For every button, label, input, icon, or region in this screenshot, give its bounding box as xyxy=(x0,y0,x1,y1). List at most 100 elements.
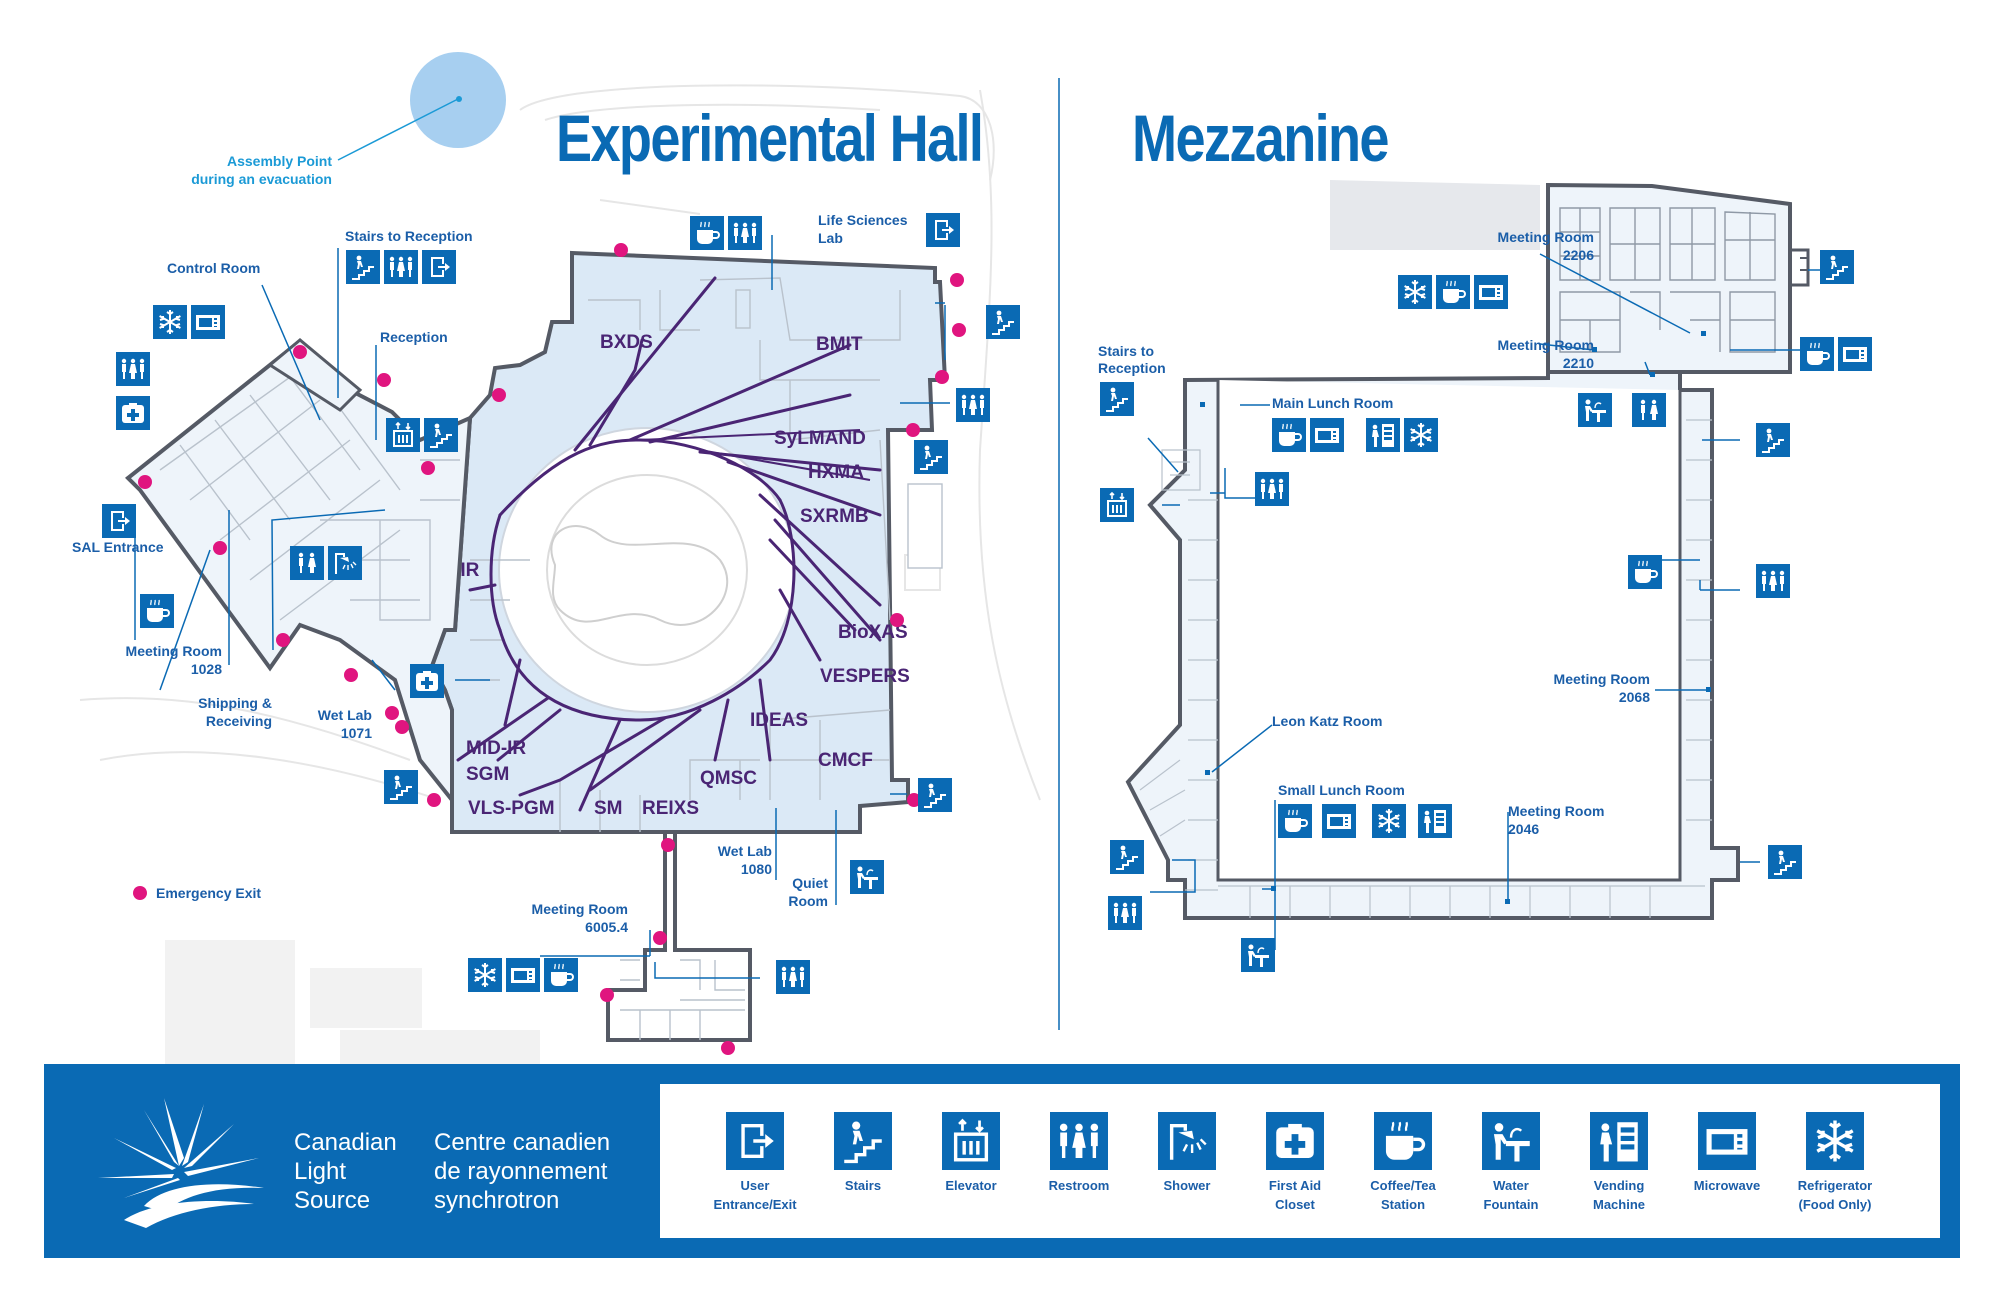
stairs-icon xyxy=(1820,250,1854,284)
exit-icon xyxy=(926,213,960,247)
coffee-icon xyxy=(1435,274,1471,310)
svg-text:2068: 2068 xyxy=(1619,689,1650,705)
stairs-icon xyxy=(346,250,380,284)
svg-text:1028: 1028 xyxy=(191,661,222,677)
beamline-label-vls-pgm: VLS-PGM xyxy=(468,798,555,819)
label-mezz-stairs-to-reception: Stairs to xyxy=(1098,343,1154,359)
beamlines xyxy=(456,276,882,812)
mezzanine-perimeter-rooms xyxy=(1139,419,1712,918)
vending-machine-icon xyxy=(1366,418,1400,452)
label-main-lunch-room: Main Lunch Room xyxy=(1272,395,1393,411)
hall-rooms xyxy=(470,277,901,832)
restroom-icon xyxy=(1050,1112,1108,1170)
label-stairs-to-reception: Stairs to Reception xyxy=(345,228,473,244)
beamline-label-hxma: HXMA xyxy=(808,462,864,483)
label-wet-lab-1071: Wet Lab xyxy=(318,707,372,723)
label-small-lunch-room: Small Lunch Room xyxy=(1278,782,1405,798)
legend-item-stairs: Stairs xyxy=(808,1112,918,1195)
svg-text:1071: 1071 xyxy=(341,725,372,741)
emergency-exit-legend: Emergency Exit xyxy=(156,885,261,901)
microwave-icon xyxy=(191,305,225,339)
microwave-icon xyxy=(1698,1112,1756,1170)
label-meeting-room-1028: Meeting Room xyxy=(126,643,222,659)
water-fountain-icon xyxy=(1240,937,1276,973)
stairs-icon xyxy=(1110,840,1144,874)
microwave-icon xyxy=(506,958,540,992)
beamline-label-bxds: BXDS xyxy=(600,332,653,353)
cls-logo-icon xyxy=(98,1098,264,1228)
stairs-icon xyxy=(384,770,418,804)
beamline-label-bmit: BMIT xyxy=(816,334,863,355)
beamline-label-sm: SM xyxy=(594,798,623,819)
restroom-icon xyxy=(384,250,418,284)
stairs-icon xyxy=(914,440,948,474)
svg-text:Reception: Reception xyxy=(1098,360,1166,376)
label-meeting-room-2046: Meeting Room xyxy=(1508,803,1604,819)
refrigerator-icon xyxy=(1806,1112,1864,1170)
beamline-hxma-branch xyxy=(639,429,871,481)
label-shipping-receiving: Shipping & xyxy=(198,695,272,711)
shower-icon xyxy=(1158,1112,1216,1170)
beamline-label-sxrmb: SXRMB xyxy=(800,506,869,527)
elevator-icon xyxy=(385,417,421,453)
label-meeting-room-2206: Meeting Room xyxy=(1498,229,1594,245)
svg-text:2210: 2210 xyxy=(1563,355,1594,371)
exit-icon xyxy=(422,250,456,284)
coffee-icon xyxy=(1271,417,1307,453)
coffee-icon xyxy=(1799,336,1835,372)
refrigerator-icon xyxy=(1371,803,1407,839)
assembly-point-sublabel: during an evacuation xyxy=(191,171,332,187)
restroom-icon xyxy=(1255,472,1289,506)
vending-machine-icon xyxy=(1418,804,1452,838)
restroom-icon xyxy=(1756,564,1790,598)
refrigerator-icon xyxy=(467,957,503,993)
restroom-icon xyxy=(956,388,990,422)
label-wet-lab-1080: Wet Lab xyxy=(718,843,772,859)
beamline-label-bioxas: BioXAS xyxy=(838,622,908,643)
refrigerator-icon xyxy=(1397,274,1433,310)
vending-machine-icon xyxy=(1590,1112,1648,1170)
restroom-icon xyxy=(116,352,150,386)
label-life-sciences-lab-2: Lab xyxy=(818,230,843,246)
coffee-icon xyxy=(689,215,725,251)
svg-text:2206: 2206 xyxy=(1563,247,1594,263)
legend-item-refrigerator: Refrigerator(Food Only) xyxy=(1780,1112,1890,1214)
restroom-icon xyxy=(776,960,810,994)
beamline-label-sgm: SGM xyxy=(466,764,509,785)
label-meeting-room-2210: Meeting Room xyxy=(1498,337,1594,353)
coffee-icon xyxy=(1277,803,1313,839)
restroom-icon xyxy=(1632,393,1666,427)
exit-icon xyxy=(102,504,136,538)
brand-name-english: Canadian Light Source xyxy=(294,1129,397,1214)
coffee-icon xyxy=(1627,554,1663,590)
restroom-icon xyxy=(290,546,324,580)
meeting-annex-floor xyxy=(606,830,752,1042)
beamline-label-vespers: VESPERS xyxy=(820,666,910,687)
first-aid-icon xyxy=(410,664,444,698)
legend-item-microwave: Microwave xyxy=(1672,1112,1782,1195)
label-meeting-room-2068: Meeting Room xyxy=(1554,671,1650,687)
emergency-exits xyxy=(133,243,966,1055)
stairs-icon xyxy=(1768,845,1802,879)
svg-text:1080: 1080 xyxy=(741,861,772,877)
coffee-icon xyxy=(543,957,579,993)
restroom-icon xyxy=(728,216,762,250)
stairs-icon xyxy=(1756,423,1790,457)
svg-text:Room: Room xyxy=(788,893,828,909)
hatched-buildings xyxy=(165,940,540,1070)
beamline-label-mid-ir: MID-IR xyxy=(466,738,526,759)
beamline-label-cmcf: CMCF xyxy=(818,750,873,771)
stairs-icon xyxy=(918,778,952,812)
svg-text:2046: 2046 xyxy=(1508,821,1539,837)
first-aid-icon xyxy=(1266,1112,1324,1170)
label-life-sciences-lab: Life Sciences xyxy=(818,212,908,228)
beamline-label-ideas: IDEAS xyxy=(750,710,808,731)
legend-item-elevator: Elevator xyxy=(916,1112,1026,1195)
experimental-hall-title: Experimental Hall xyxy=(556,101,984,175)
water-fountain-icon xyxy=(1482,1112,1540,1170)
office-wing-rooms xyxy=(159,369,460,621)
svg-text:6005.4: 6005.4 xyxy=(585,919,628,935)
